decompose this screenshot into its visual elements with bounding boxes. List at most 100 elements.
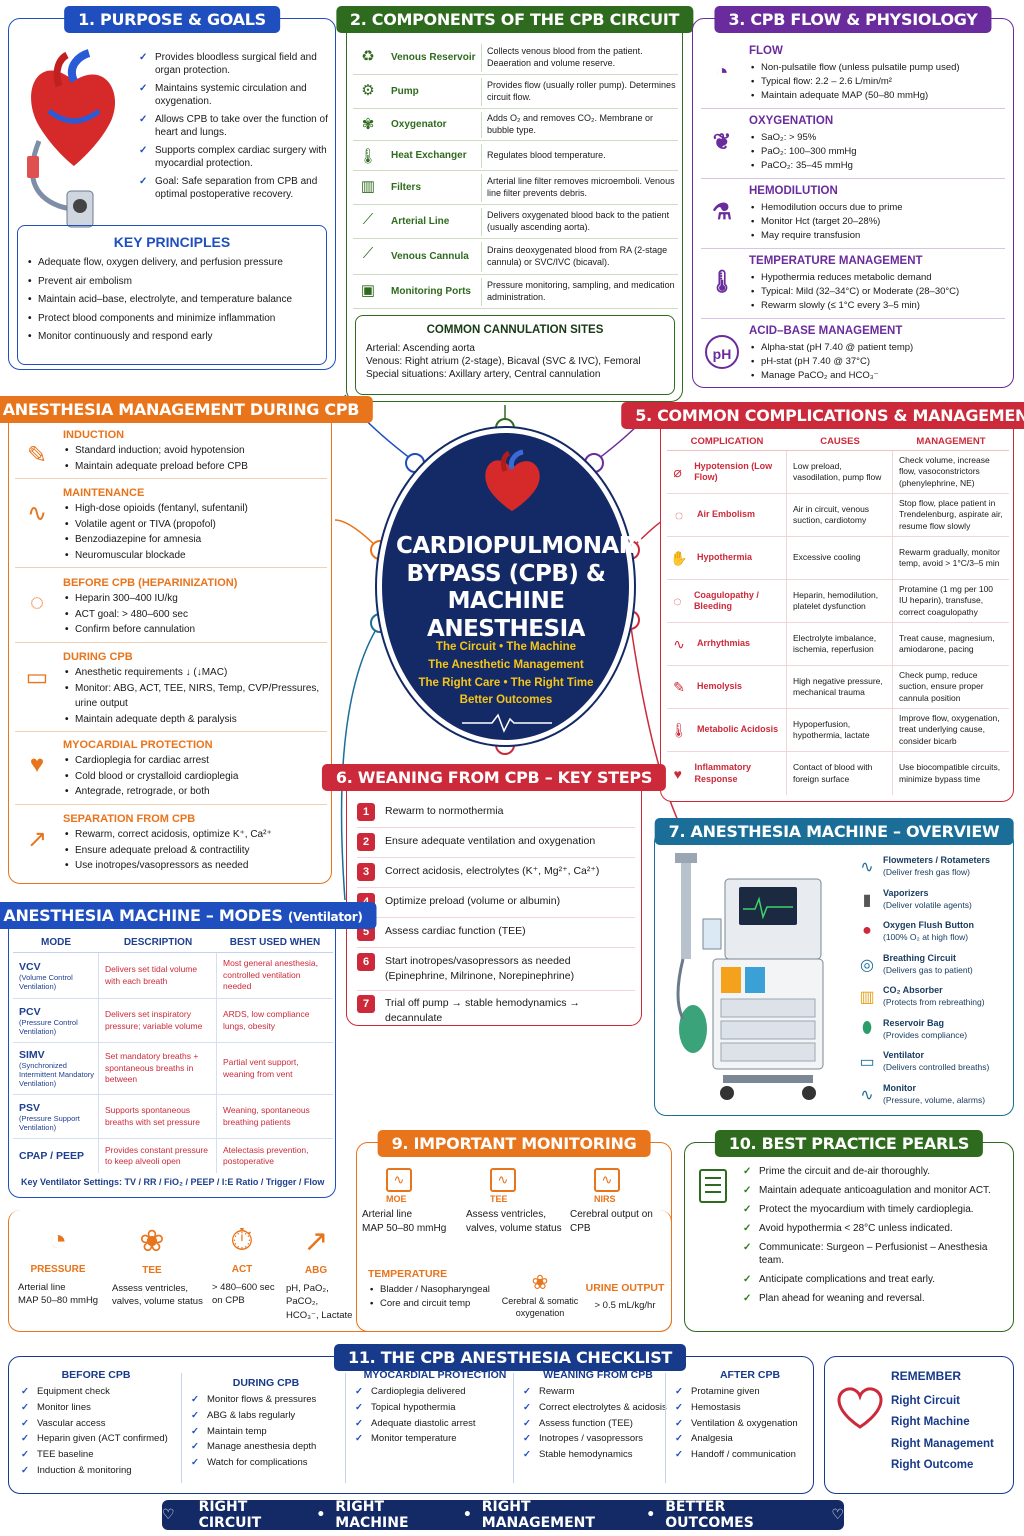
hypothermia-icon: ✋ (670, 549, 688, 566)
physiology-heading: HEMODILUTION (749, 185, 838, 197)
pearl-item: Communicate: Surgeon – Perfusionist – An… (743, 1241, 1009, 1267)
drop-icon: ◌ (29, 589, 45, 616)
cannulation-line: Special situations: Axillary artery, Cen… (366, 369, 601, 380)
component-name: Arterial Line (391, 216, 450, 227)
checklist-heading: AFTER CPB (719, 1369, 781, 1381)
mode-fullname: (Pressure Control Ventilation) (19, 1017, 78, 1036)
complication-cause: Excessive cooling (787, 537, 893, 579)
abg-chart-icon: ↗ (303, 1225, 329, 1258)
pressure-gauge-icon: ◔ (48, 1224, 68, 1257)
brain-icon: ❀ (531, 1272, 549, 1294)
physiology-item: Hemodilution occurs due to prime (749, 201, 1005, 215)
mode-best-used: ARDS, low compliance lungs, obesity (223, 1009, 310, 1031)
complication-row: ⌀Hypotension (Low Flow)Low preload, vaso… (667, 451, 1009, 494)
mode-description: Set mandatory breaths + spontaneous brea… (99, 1043, 217, 1094)
component-divider (481, 242, 482, 272)
monitor-moe-icon: ∿ (386, 1168, 412, 1192)
management-heading: SEPARATION FROM CPB (63, 813, 196, 825)
component-divider (481, 44, 482, 72)
ecg-line-icon (462, 713, 552, 733)
col-mode: MODE (41, 937, 71, 948)
complication-management: Stop flow, place patient in Trendelenbur… (899, 498, 1003, 531)
machine-component-desc: (Delivers gas to patient) (883, 964, 973, 975)
mode-description: Supports spontaneous breaths with set pr… (99, 1095, 217, 1138)
checklist-item: Analgesia (675, 1433, 825, 1446)
component-name: Monitoring Ports (391, 286, 471, 297)
goal-item: Maintains systemic circulation and oxyge… (139, 82, 334, 108)
step-text: Ensure adequate ventilation and oxygenat… (385, 835, 596, 847)
mode-cell: PSV(Pressure Support Ventilation) (13, 1095, 99, 1138)
panel-complications: 5. COMMON COMPLICATIONS & MANAGEMENT COM… (621, 402, 1024, 802)
management-item: Confirm before cannulation (63, 622, 327, 638)
checklist-divider (665, 1373, 666, 1483)
checklist-item: Induction & monitoring (21, 1465, 171, 1478)
complication-cell: ⌀Hypotension (Low Flow) (667, 451, 787, 493)
monitoring-text: HCO₃⁻, Lactate (286, 1309, 353, 1321)
col-description: DESCRIPTION (123, 937, 193, 948)
footer-heart-icon: ♡ (831, 1507, 844, 1523)
mode-name: SIMV (19, 1049, 45, 1061)
checklist-item: Ventilation & oxygenation (675, 1418, 825, 1431)
complication-cell: ✎Hemolysis (667, 666, 787, 708)
tee-monitor-icon: ∿ (490, 1168, 516, 1192)
complication-cell: ∿Arrhythmias (667, 623, 787, 665)
hypotension-icon: ⌀ (673, 463, 682, 480)
col-best-used: BEST USED WHEN (229, 937, 321, 948)
machine-component-desc: (Deliver fresh gas flow) (883, 867, 970, 877)
panel-title: 7. ANESTHESIA MACHINE – OVERVIEW (654, 818, 1014, 845)
physiology-item: SaO₂: > 95% (749, 131, 1005, 145)
step-text: Assess cardiac function (TEE) (385, 925, 526, 937)
machine-component: ◎Breathing Circuit(Delivers gas to patie… (855, 951, 1011, 983)
ventilator-icon: ▭ (859, 1054, 875, 1071)
mode-cell: VCV(Volume Control Ventilation) (13, 953, 99, 998)
management-item: Maintain adequate depth & paralysis (63, 712, 327, 728)
modes-header: MODE DESCRIPTION BEST USED WHEN (13, 933, 333, 953)
physiology-heading: OXYGENATION (749, 115, 834, 127)
remember-item: Right Outcome (891, 1458, 974, 1471)
checklist-item: Maintain temp (191, 1426, 341, 1439)
monitoring-text: pH, PaO₂, PaCO₂, (286, 1283, 329, 1308)
management-section: ▭DURING CPBAnesthetic requirements ↓ (↓M… (15, 651, 327, 732)
arterial-line-icon: ⟋ (362, 211, 374, 228)
heart-outline-icon (837, 1387, 883, 1429)
monitoring-text: MAP 50–80 mmHg (362, 1223, 447, 1234)
complication-cell: 🌡Metabolic Acidosis (667, 709, 787, 751)
physiology-item: Manage PaCO₂ and HCO₃⁻ (749, 369, 1005, 383)
ecg-icon: ∿ (26, 500, 48, 527)
machine-component: ▮Vaporizers(Deliver volatile agents) (855, 886, 1011, 918)
management-item: Neuromuscular blockade (63, 548, 327, 564)
pump-icon: ⚙ (361, 82, 375, 99)
heart-icon (485, 449, 540, 511)
goal-item: Provides bloodless surgical field and or… (139, 51, 334, 77)
component-name: Filters (391, 182, 422, 193)
anesthesia-machine-icon (675, 853, 824, 1100)
checklist-item: Topical hypothermia (355, 1402, 515, 1415)
panel-title: 10. BEST PRACTICE PEARLS (714, 1130, 984, 1157)
checklist-item: ABG & labs regularly (191, 1410, 341, 1423)
mode-description: Provides constant pressure to keep alveo… (99, 1139, 217, 1173)
venous-cannula-icon: ⟋ (362, 245, 374, 262)
mode-name: CPAP / PEEP (19, 1150, 84, 1162)
key-principles-title: KEY PRINCIPLES (113, 234, 231, 250)
physiology-section: 🌡TEMPERATURE MANAGEMENTHypothermia reduc… (701, 251, 1005, 319)
physiology-item: May require transfusion (749, 229, 1005, 243)
management-section: ♥MYOCARDIAL PROTECTIONCardioplegia for c… (15, 739, 327, 805)
checklist-heading: MYOCARDIAL PROTECTION (363, 1369, 507, 1381)
mode-fullname: (Volume Control Ventilation) (19, 972, 73, 991)
management-heading: MYOCARDIAL PROTECTION (63, 739, 213, 751)
complication-cause: High negative pressure, mechanical traum… (787, 666, 893, 708)
temperature-block: TEMPERATURE Bladder / Nasopharyngeal Cor… (368, 1268, 508, 1311)
pearl-item: Anticipate complications and treat early… (743, 1273, 1009, 1286)
panel-best-practice: 10. BEST PRACTICE PEARLS Prime the circu… (684, 1130, 1014, 1332)
checklist-item: Manage anesthesia depth (191, 1441, 341, 1454)
complication-cause: Contact of blood with foreign surface (787, 752, 893, 795)
component-divider (481, 112, 482, 138)
urine-output-block: URINE OUTPUT > 0.5 mL/kg/hr (580, 1282, 670, 1311)
monitoring-label: TEE (490, 1194, 508, 1204)
